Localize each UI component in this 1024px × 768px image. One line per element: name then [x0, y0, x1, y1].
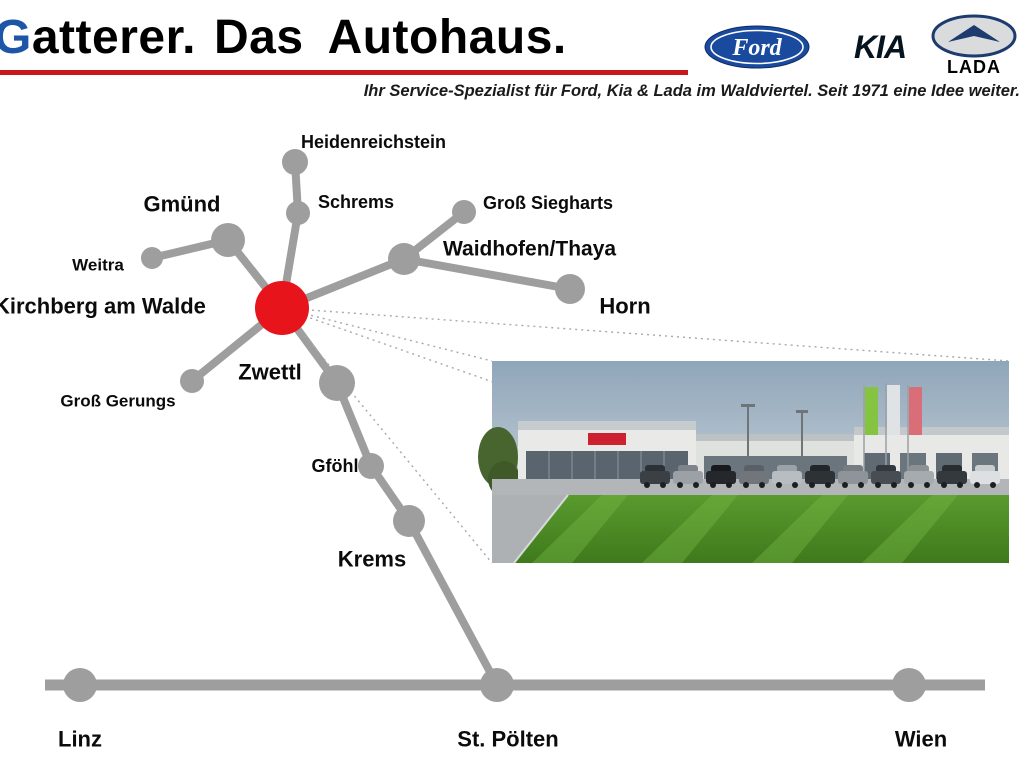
photo-callout-ray [281, 307, 1010, 362]
map-node-weitra [141, 247, 163, 269]
photo-callout-ray [281, 307, 493, 564]
photo-parked-cars [640, 465, 1000, 488]
map-label-heidenreichstein: Heidenreichstein [301, 132, 446, 152]
photo-dealer-sign [588, 433, 626, 445]
brand-gatterer: Gatterer. [0, 11, 196, 64]
lada-logo: LADA [931, 14, 1017, 77]
brand-das-autohaus: Das Autohaus. [213, 11, 567, 64]
map-node-gross-siegharts [452, 200, 476, 224]
map-label-gross-gerungs: Groß Gerungs [60, 392, 175, 411]
route-waidhofen-horn [403, 255, 571, 293]
map-label-gross-siegharts: Groß Siegharts [483, 193, 613, 213]
kia-logo-text: KIA [854, 29, 906, 65]
map-label-gmuend: Gmünd [144, 192, 221, 217]
route-krems-st-poelten [405, 519, 501, 687]
photo-road [492, 495, 568, 563]
map-node-linz [63, 668, 97, 702]
map-label-linz: Linz [58, 727, 102, 752]
map-node-waidhofen [388, 243, 420, 275]
map-label-waidhofen: Waidhofen/Thaya [443, 238, 616, 261]
map-label-st-poelten: St. Pölten [457, 727, 558, 752]
map-node-gfoehl [358, 453, 384, 479]
brand-logo: Gatterer. Das Autohaus. [0, 10, 567, 65]
photo-flag-poles [863, 383, 909, 477]
lada-logo-text: LADA [947, 57, 1001, 77]
map-node-horn [555, 274, 585, 304]
map-label-kirchberg: Kirchberg am Walde [0, 294, 206, 319]
brand-underline [0, 70, 688, 75]
map-label-gfoehl: Gföhl [312, 456, 359, 476]
ford-logo-text: Ford [731, 35, 782, 61]
photo-flag-white [887, 385, 900, 435]
photo-meadow [492, 495, 1009, 563]
photo-mow-stripes [532, 495, 958, 563]
map-node-wien [892, 668, 926, 702]
map-node-kirchberg [255, 281, 309, 335]
ford-logo: Ford [704, 25, 810, 69]
brand-initial: G [0, 11, 32, 64]
tagline: Ihr Service-Spezialist für Ford, Kia & L… [363, 82, 1020, 100]
lada-boat-icon [948, 25, 1000, 42]
map-node-zwettl [319, 365, 355, 401]
map-label-weitra: Weitra [72, 256, 124, 275]
photo-road-edge [513, 494, 569, 564]
photo-showroom [518, 421, 696, 481]
map-node-schrems [286, 201, 310, 225]
map-node-krems [393, 505, 425, 537]
kia-logo: KIA [854, 29, 907, 65]
photo-lamp-head [741, 404, 755, 407]
dealership-photo [478, 361, 1009, 564]
map-node-st-poelten [480, 668, 514, 702]
map-label-schrems: Schrems [318, 192, 394, 212]
photo-lamp-head [796, 410, 808, 413]
map-label-horn: Horn [599, 294, 650, 319]
map-node-gmuend [211, 223, 245, 257]
brand-gatterer-rest: atterer. [31, 11, 196, 64]
map-label-wien: Wien [895, 727, 947, 752]
photo-callout-ray [281, 307, 493, 362]
photo-flag-green [865, 387, 878, 435]
map-label-zwettl: Zwettl [238, 360, 302, 385]
map-label-krems: Krems [338, 547, 406, 572]
map-node-gross-gerungs [180, 369, 204, 393]
photo-flag-red [909, 387, 922, 435]
map-node-heidenreichstein [282, 149, 308, 175]
